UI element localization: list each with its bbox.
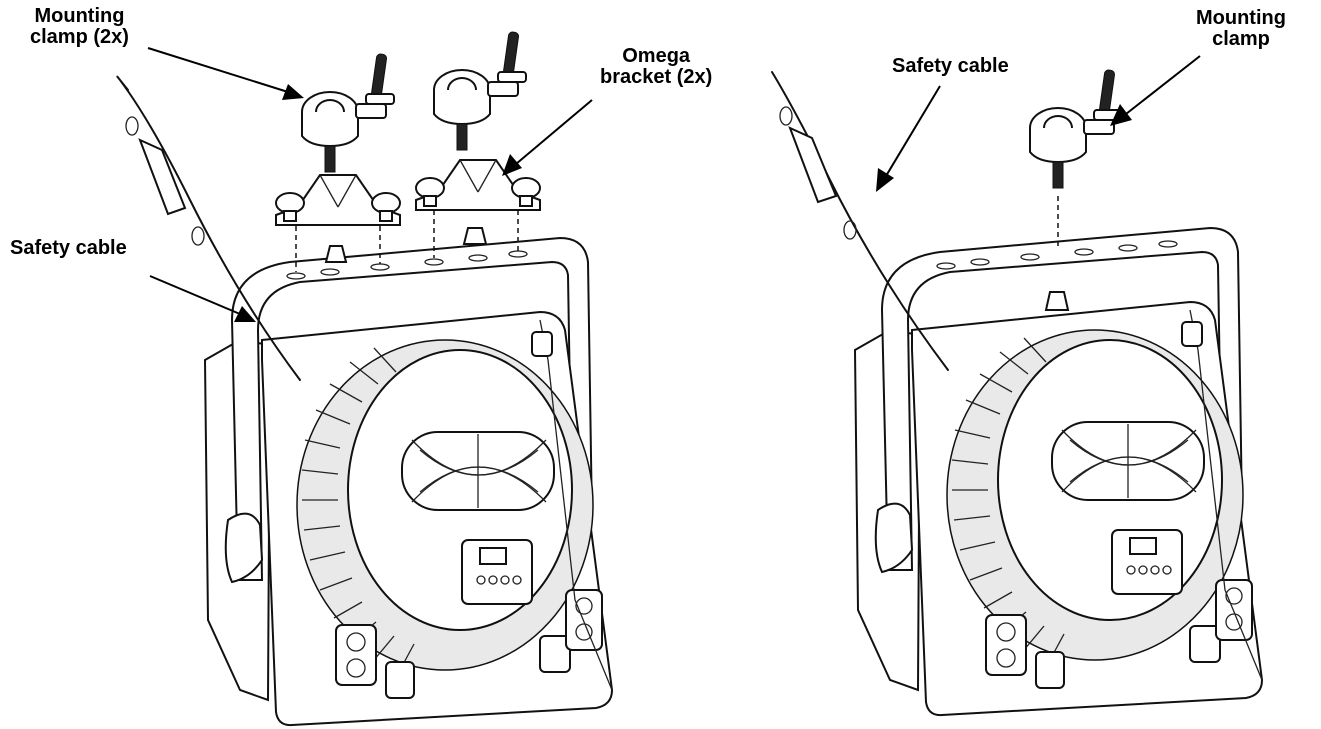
label-right-mounting-clamp: Mounting clamp (1196, 7, 1286, 50)
right-safety-cable (771, 71, 949, 371)
fastener-1 (324, 245, 348, 263)
right-clamp (1029, 68, 1123, 189)
left-safety-cable (116, 75, 301, 381)
left-clamp-1 (301, 52, 395, 174)
left-clamp-2 (433, 30, 527, 152)
arrow-left-safety-cable (149, 275, 256, 322)
label-left-mounting-clamp: Mounting clamp (2x) (30, 5, 129, 48)
arrow-left-omega-bracket (502, 99, 593, 176)
left-carabiner (138, 138, 187, 216)
label-left-safety-cable: Safety cable (10, 237, 127, 259)
arrow-right-mounting-clamp (1110, 55, 1201, 126)
label-left-omega-bracket: Omega bracket (2x) (600, 45, 713, 88)
arrow-left-mounting-clamp (147, 47, 304, 100)
left-omega-1 (275, 174, 401, 226)
fastener-2 (462, 227, 488, 245)
label-right-safety-cable: Safety cable (892, 55, 1009, 77)
left-fixture (204, 237, 613, 727)
right-fastener (1044, 291, 1070, 311)
arrow-right-safety-cable (876, 85, 941, 192)
right-carabiner (788, 126, 838, 204)
